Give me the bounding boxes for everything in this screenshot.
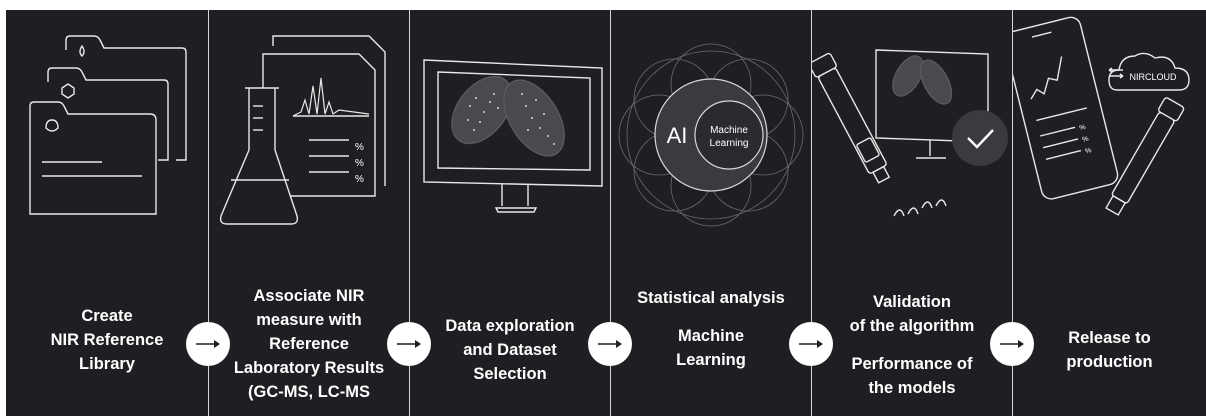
step-line: Selection (473, 365, 547, 383)
step-line: Release to (1068, 329, 1151, 347)
ai-rings-illustration: AI Machine Learning (618, 43, 804, 227)
step-line: the models (868, 379, 956, 397)
percent-mark: % (1082, 135, 1090, 143)
lab-report-illustration: % % % (219, 35, 386, 225)
percent-mark: % (1085, 147, 1093, 155)
percent-mark: % (355, 142, 364, 153)
arrow-right-icon (799, 340, 823, 348)
step-line: Performance of (851, 355, 973, 373)
folder-stack-illustration (29, 35, 187, 215)
step-line: Create (81, 307, 133, 325)
percent-mark: % (1079, 124, 1087, 132)
validation-illustration (812, 49, 1008, 217)
percent-mark: % (355, 158, 364, 169)
step-associate-results: % % % Associate NIR measure with Referen… (209, 10, 409, 416)
step-line: measure with (256, 311, 362, 329)
arrow-connector (186, 322, 230, 366)
ml-label-line1: Machine (710, 125, 748, 136)
arrow-right-icon (1000, 340, 1024, 348)
step-validation-label: Validation of the algorithm Performance … (812, 290, 1012, 400)
step-create-label: Create NIR Reference Library (6, 304, 208, 376)
panel-divider (610, 10, 611, 416)
arrow-right-icon (598, 340, 622, 348)
step-line: Validation (873, 293, 951, 311)
arrow-right-icon (397, 340, 421, 348)
step-line: Reference (269, 335, 349, 353)
step-line: production (1066, 353, 1153, 371)
step-associate-label: Associate NIR measure with Reference Lab… (209, 284, 409, 404)
workflow-strip: Create NIR Reference Library % % % Assoc… (6, 10, 1206, 416)
step-line: Machine (677, 327, 745, 345)
cloud-label: NIRCLOUD (1129, 72, 1177, 82)
panel-divider (208, 10, 209, 416)
step-release: % % % NIRCLOUD Release to production (1013, 10, 1206, 416)
panel-divider (409, 10, 410, 416)
step-line: Laboratory Results (233, 359, 385, 377)
arrow-right-icon (196, 340, 220, 348)
step-create-library: Create NIR Reference Library (6, 10, 208, 416)
step-line: Associate NIR (253, 287, 365, 305)
step-release-label: Release to production (1013, 326, 1206, 374)
phone-cloud-illustration: % % % NIRCLOUD (1013, 16, 1190, 216)
step-explore-label: Data exploration and Dataset Selection (410, 314, 610, 386)
arrow-connector (990, 322, 1034, 366)
step-line: Statistical analysis (637, 289, 785, 307)
step-line: Learning (676, 351, 746, 369)
step-data-exploration: Data exploration and Dataset Selection (410, 10, 610, 416)
label-gap (812, 338, 1012, 352)
label-gap (611, 310, 811, 324)
step-statistical-analysis: AI Machine Learning Statistical analysis… (611, 10, 811, 416)
step-line: Library (79, 355, 135, 373)
checkmark-icon (967, 129, 994, 149)
step-line: of the algorithm (849, 317, 975, 335)
monitor-scatter-illustration (423, 59, 603, 213)
panel-divider (811, 10, 812, 416)
ai-label: AI (667, 123, 688, 148)
step-line: and Dataset (463, 341, 557, 359)
arrow-connector (789, 322, 833, 366)
arrow-connector (588, 322, 632, 366)
step-analysis-label: Statistical analysis Machine Learning (611, 286, 811, 372)
step-line: NIR Reference (50, 331, 164, 349)
arrow-connector (387, 322, 431, 366)
step-validation: Validation of the algorithm Performance … (812, 10, 1012, 416)
percent-mark: % (355, 174, 364, 185)
step-line: Data exploration (445, 317, 575, 335)
step-line: (GC-MS, LC-MS (248, 383, 370, 401)
panel-divider (1012, 10, 1013, 416)
ml-label-line2: Learning (710, 138, 749, 149)
